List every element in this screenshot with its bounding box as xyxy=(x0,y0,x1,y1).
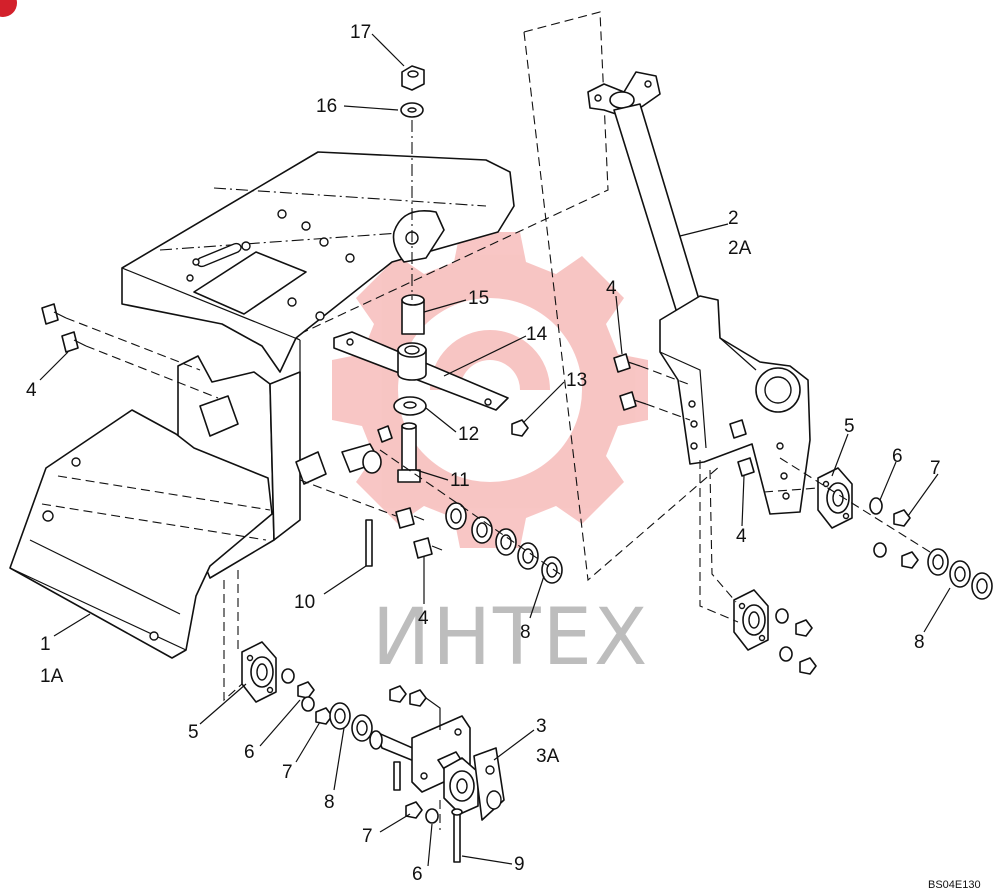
washer-12 xyxy=(393,396,427,416)
frame-assembly xyxy=(9,151,515,659)
assembly-line-a xyxy=(303,11,609,333)
washer-6-left xyxy=(281,668,295,684)
watermark-text: ИНТЕХ xyxy=(372,593,649,683)
callout-9: 9 xyxy=(514,854,525,875)
callout-13: 13 xyxy=(566,370,587,391)
callout-2a: 2A xyxy=(728,238,752,259)
callout-8-center: 8 xyxy=(520,622,531,643)
callout-6-left: 6 xyxy=(244,742,255,763)
bearing-flange-lower-right xyxy=(733,589,769,651)
washer-6-right xyxy=(869,497,883,515)
assembly-line-c xyxy=(379,449,561,575)
lever-plate xyxy=(333,331,509,411)
callout-7-left: 7 xyxy=(282,762,293,783)
nut-7-left xyxy=(315,707,333,725)
assembly-line-e xyxy=(709,469,737,603)
shaft-assembly xyxy=(369,685,505,863)
assembly-line-f xyxy=(699,460,739,623)
callout-4-top: 4 xyxy=(606,278,617,299)
washer-stack-center xyxy=(445,502,563,584)
callout-5-left: 5 xyxy=(188,722,199,743)
callout-6-bottom: 6 xyxy=(412,864,423,885)
bearing-flange-right xyxy=(817,467,853,529)
callout-8-left: 8 xyxy=(324,792,335,813)
drawing-code: BS04E130 xyxy=(928,879,981,891)
callout-16: 16 xyxy=(316,96,337,117)
nut-13 xyxy=(511,419,529,437)
nut-7-right xyxy=(893,509,911,527)
callout-4-left: 4 xyxy=(26,380,37,401)
bolt-11 xyxy=(397,422,421,483)
callout-3a: 3A xyxy=(536,746,560,767)
washer-stack-right xyxy=(927,548,993,600)
callout-14: 14 xyxy=(526,324,548,345)
callout-7-right: 7 xyxy=(930,458,941,479)
bolt-group-right xyxy=(613,353,755,477)
washer-16 xyxy=(400,102,424,118)
assembly-line-b xyxy=(523,31,721,582)
callout-7-bottom: 7 xyxy=(362,826,373,847)
callout-1: 1 xyxy=(40,634,51,655)
callout-1a: 1A xyxy=(40,666,64,687)
callout-4-right: 4 xyxy=(736,526,747,547)
callout-11: 11 xyxy=(450,470,470,491)
bolt-group-left xyxy=(41,303,219,399)
callout-15: 15 xyxy=(468,288,489,309)
corner-logo-icon xyxy=(0,0,17,17)
callout-3: 3 xyxy=(536,716,547,737)
bearing-flange-left xyxy=(241,641,277,703)
callout-17: 17 xyxy=(350,22,371,43)
bushing xyxy=(401,294,425,335)
pedal-arm xyxy=(587,71,811,515)
nut-17 xyxy=(401,65,425,91)
callout-10: 10 xyxy=(294,592,315,613)
pin-10 xyxy=(341,425,393,567)
washer-6-bottom xyxy=(425,808,439,824)
callout-6-right: 6 xyxy=(892,446,903,467)
callout-2: 2 xyxy=(728,208,739,229)
callout-5-right: 5 xyxy=(844,416,855,437)
callout-4-center: 4 xyxy=(418,608,429,629)
washer-stack-left xyxy=(329,702,373,742)
callout-12: 12 xyxy=(458,424,479,445)
assembly-line-d xyxy=(299,479,397,517)
leader-lines xyxy=(39,33,951,867)
callout-labels: 17 16 2 2A 15 14 4 4 13 12 11 5 6 7 4 4 … xyxy=(26,22,941,885)
bolt-group-center xyxy=(395,507,443,559)
callout-8-right: 8 xyxy=(914,632,925,653)
